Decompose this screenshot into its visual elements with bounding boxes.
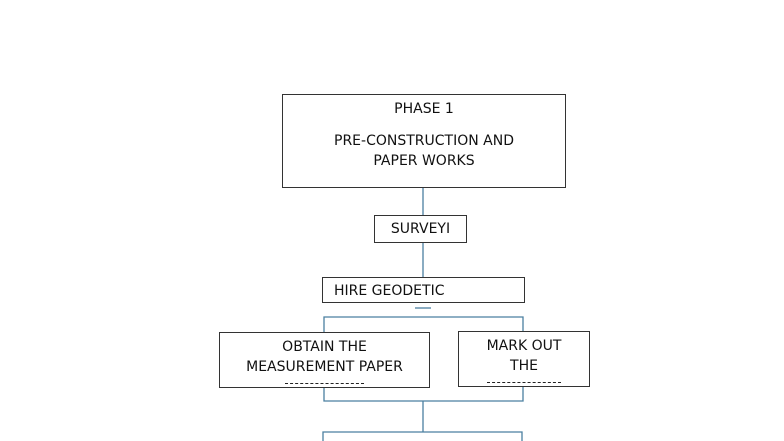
- phase-title: PHASE 1: [394, 101, 454, 117]
- hire-geodetic-label: HIRE GEODETIC: [334, 283, 445, 299]
- clipped-text-fragment: [285, 383, 364, 386]
- obtain-line2: MEASUREMENT PAPER: [246, 359, 403, 375]
- mark-line2: THE: [510, 358, 538, 374]
- connector-split-next: [322, 431, 523, 441]
- phase-1-box: PHASE 1 PRE-CONSTRUCTION AND PAPER WORKS: [282, 94, 566, 188]
- connector-split-top: [323, 316, 524, 332]
- mark-out-box: MARK OUT THE: [458, 331, 590, 387]
- mark-line1: MARK OUT: [486, 338, 562, 354]
- hire-geodetic-box: HIRE GEODETIC: [322, 277, 525, 303]
- clipped-text-fragment: [487, 382, 561, 385]
- obtain-line1: OBTAIN THE: [282, 339, 367, 355]
- obtain-measurement-box: OBTAIN THE MEASUREMENT PAPER: [219, 332, 430, 388]
- phase-subtitle-line1: PRE-CONSTRUCTION AND: [334, 133, 514, 149]
- surveying-box: SURVEYI: [374, 215, 467, 243]
- surveying-label: SURVEYI: [390, 221, 451, 237]
- phase-subtitle-line2: PAPER WORKS: [373, 153, 475, 169]
- connector-merge-bottom: [323, 386, 524, 402]
